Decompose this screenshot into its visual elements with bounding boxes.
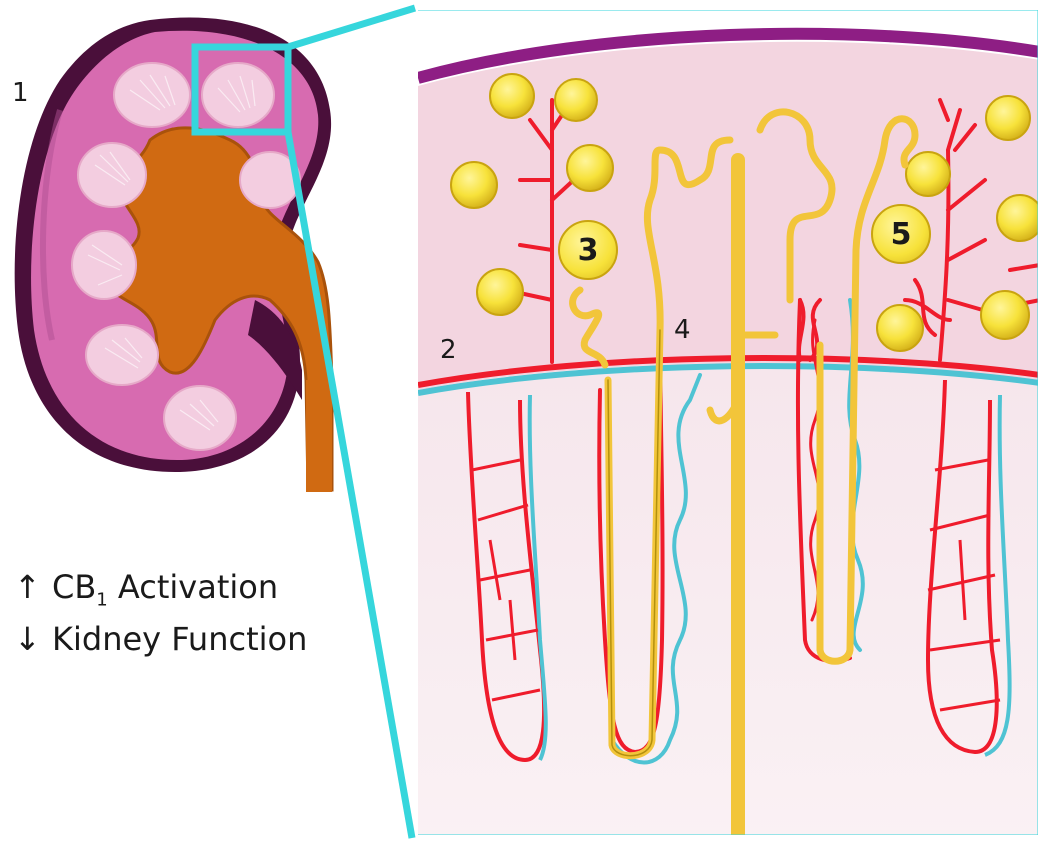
caption-cb-prefix: CB xyxy=(52,568,96,606)
label-5: 5 xyxy=(871,204,931,264)
caption-kidney-function: ↓Kidney Function xyxy=(14,620,307,658)
zoomed-panel xyxy=(412,6,1043,840)
caption-activation-text: Activation xyxy=(108,568,278,606)
caption-cb1-activation: ↑CB1 Activation xyxy=(14,568,278,610)
caption-kidney-text: Kidney Function xyxy=(52,620,307,658)
down-arrow-icon: ↓ xyxy=(14,620,52,658)
caption-cb-subscript: 1 xyxy=(96,589,107,610)
label-3: 3 xyxy=(558,220,618,280)
label-4: 4 xyxy=(674,315,691,345)
kidney-illustration xyxy=(15,18,332,492)
up-arrow-icon: ↑ xyxy=(14,568,52,606)
label-2: 2 xyxy=(440,335,457,365)
label-1: 1 xyxy=(12,78,29,108)
